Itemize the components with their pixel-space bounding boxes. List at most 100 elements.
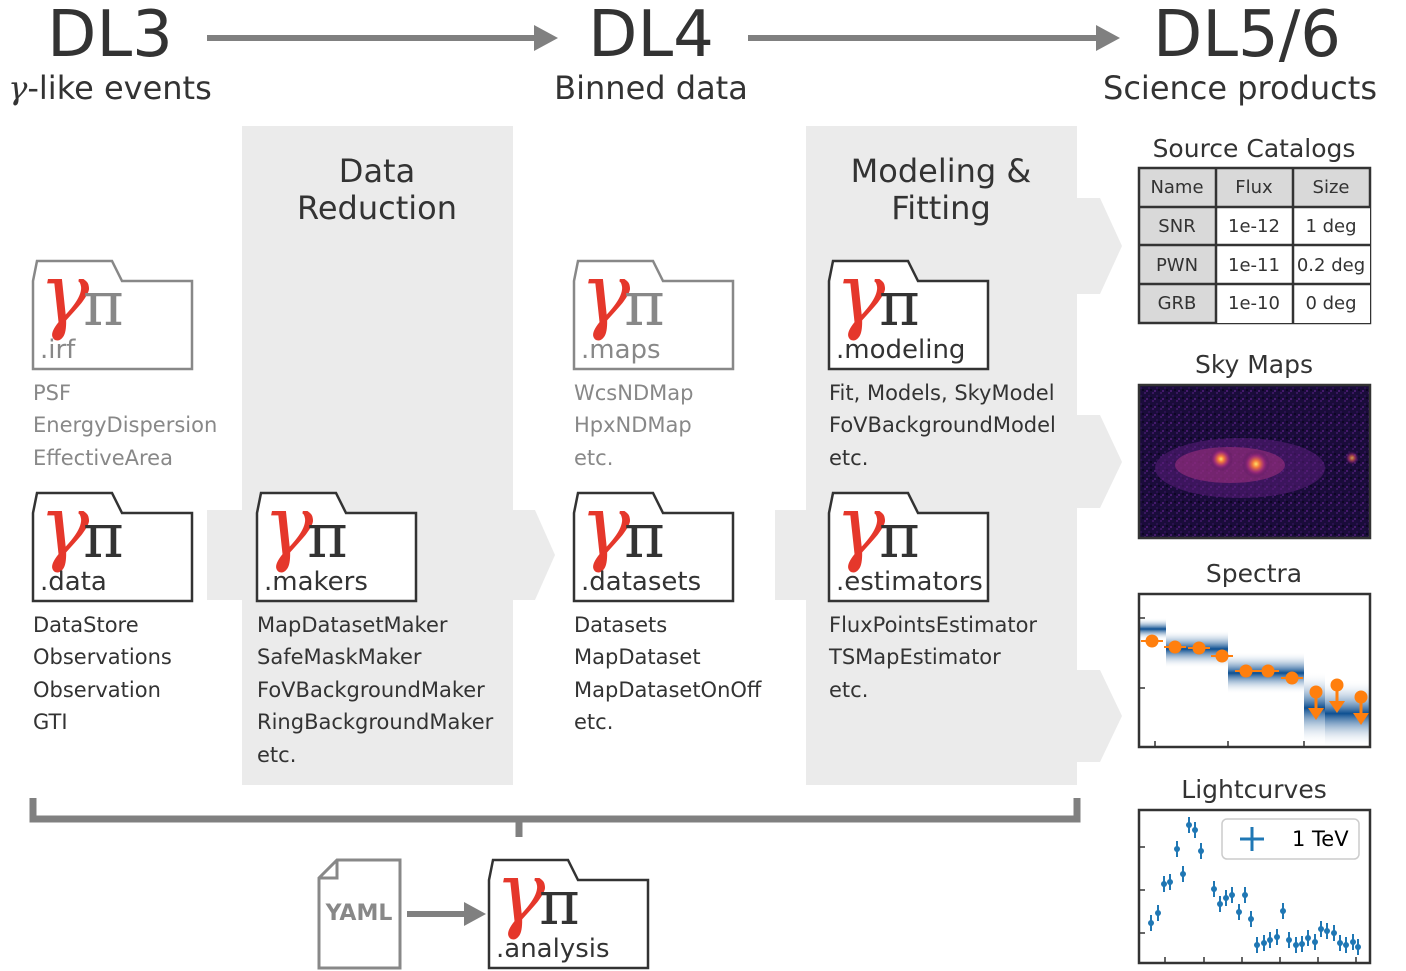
- header-arrows: [207, 25, 1120, 51]
- lightcurve-point: [1236, 909, 1242, 915]
- data-reduction-title-line1: Data: [339, 152, 415, 190]
- list-item: MapDataset: [574, 645, 701, 669]
- irf-items: PSF EnergyDispersion EffectiveArea: [33, 381, 217, 470]
- list-item: EnergyDispersion: [33, 413, 217, 437]
- list-item: Observations: [33, 645, 172, 669]
- level-subtitle-dl56: Science products: [1103, 69, 1377, 107]
- table-cell: 0 deg: [1305, 293, 1356, 314]
- module-irf: γ π .irf: [31, 245, 194, 371]
- module-label: .data: [40, 567, 107, 597]
- lightcurve-point: [1174, 846, 1180, 852]
- table-cell: 1e-12: [1228, 216, 1280, 237]
- spectrum-point: [1192, 641, 1206, 655]
- list-item: etc.: [574, 710, 613, 734]
- list-item: etc.: [829, 678, 868, 702]
- data-reduction-title-line2: Reduction: [297, 189, 457, 227]
- lightcurve-point: [1267, 937, 1273, 943]
- spectra-plot: [1137, 592, 1372, 749]
- lightcurve-point: [1318, 926, 1324, 932]
- upper-limit-point: [1354, 690, 1368, 704]
- lightcurve-point: [1192, 827, 1198, 833]
- table-cell: 1e-10: [1228, 293, 1280, 314]
- lightcurve-point: [1180, 871, 1186, 877]
- list-item: Fit, Models, SkyModel: [829, 381, 1055, 405]
- spectra-title: Spectra: [1206, 559, 1302, 588]
- lightcurve-point: [1337, 940, 1343, 946]
- list-item: FoVBackgroundMaker: [257, 678, 485, 702]
- lightcurve-point: [1343, 942, 1349, 948]
- spectrum-point: [1145, 634, 1159, 648]
- upper-limit-point: [1309, 685, 1323, 699]
- module-label: .analysis: [496, 934, 610, 964]
- table-header: Size: [1313, 177, 1350, 198]
- gammapy-logo-pi: π: [879, 499, 920, 572]
- list-item: EffectiveArea: [33, 446, 173, 470]
- module-makers: γ π .makers: [255, 477, 418, 603]
- data-items: DataStore Observations Observation GTI: [33, 613, 172, 734]
- list-item: SafeMaskMaker: [257, 645, 422, 669]
- gammapy-logo-gamma: γ: [263, 477, 314, 575]
- gammapy-logo-gamma: γ: [39, 477, 90, 575]
- gammapy-logo-pi: π: [83, 499, 124, 572]
- legend-label: 1 TeV: [1292, 827, 1349, 851]
- module-modeling: γ π .modeling: [827, 245, 990, 371]
- upper-limit-point: [1330, 678, 1344, 692]
- module-label: .irf: [40, 335, 76, 365]
- yaml-file-icon: YAML: [317, 858, 402, 970]
- lightcurve-points: [1148, 817, 1361, 955]
- gammapy-logo-pi: π: [83, 267, 124, 340]
- flow-arrows: [207, 198, 1122, 762]
- list-item: RingBackgroundMaker: [257, 710, 494, 734]
- lightcurve-point: [1350, 939, 1356, 945]
- lightcurve-point: [1355, 944, 1361, 950]
- table-header: Name: [1150, 177, 1203, 198]
- lightcurve-point: [1299, 941, 1305, 947]
- table-cell: PWN: [1156, 255, 1198, 276]
- lightcurve-point: [1148, 920, 1154, 926]
- module-data: γ π .data: [31, 477, 194, 603]
- modeling-fitting-title-line1: Modeling &: [851, 152, 1032, 190]
- spectra-marks: [1141, 634, 1369, 725]
- spectrum-point: [1215, 649, 1229, 663]
- table-cell: 1e-11: [1228, 255, 1280, 276]
- list-item: MapDatasetOnOff: [574, 678, 762, 702]
- lightcurve-plot: 1 TeV: [1137, 808, 1372, 965]
- gammapy-logo-pi: π: [307, 499, 348, 572]
- list-item: DataStore: [33, 613, 139, 637]
- table-cell: SNR: [1158, 216, 1195, 237]
- list-item: etc.: [829, 446, 868, 470]
- gamma-symbol: γ: [8, 69, 28, 107]
- yaml-label: YAML: [325, 901, 393, 926]
- lightcurve-point: [1217, 901, 1223, 907]
- list-item: MapDatasetMaker: [257, 613, 448, 637]
- gammapy-logo-pi: π: [879, 267, 920, 340]
- list-item: GTI: [33, 710, 68, 734]
- gammapy-logo-gamma: γ: [39, 245, 90, 343]
- table-cell: 1 deg: [1305, 216, 1356, 237]
- modeling-fitting-title-line2: Fitting: [891, 189, 991, 227]
- sky-maps-title: Sky Maps: [1195, 350, 1313, 379]
- module-label: .modeling: [836, 335, 965, 365]
- upper-limit-arrow: [1308, 708, 1324, 720]
- spectrum-point: [1285, 671, 1299, 685]
- spectrum-band: [1139, 618, 1166, 640]
- lightcurves-title: Lightcurves: [1181, 775, 1326, 804]
- level-title-dl3: DL3: [47, 0, 173, 72]
- datasets-items: Datasets MapDataset MapDatasetOnOff etc.: [574, 613, 762, 734]
- module-label: .datasets: [581, 567, 701, 597]
- lightcurve-point: [1286, 937, 1292, 943]
- spectrum-point: [1261, 664, 1275, 678]
- lightcurve-point: [1274, 934, 1280, 940]
- maps-items: WcsNDMap HpxNDMap etc.: [574, 381, 693, 470]
- lightcurve-point: [1186, 822, 1192, 828]
- gammapy-logo-pi: π: [539, 866, 580, 939]
- lightcurve-point: [1261, 940, 1267, 946]
- level-title-dl56: DL5/6: [1153, 0, 1341, 72]
- lightcurve-point: [1167, 879, 1173, 885]
- lightcurve-point: [1229, 892, 1235, 898]
- gammapy-logo-gamma: γ: [580, 245, 631, 343]
- catalogs-title: Source Catalogs: [1153, 134, 1356, 163]
- level-subtitle-dl3: γ-like events: [8, 69, 212, 107]
- lightcurve-point: [1198, 848, 1204, 854]
